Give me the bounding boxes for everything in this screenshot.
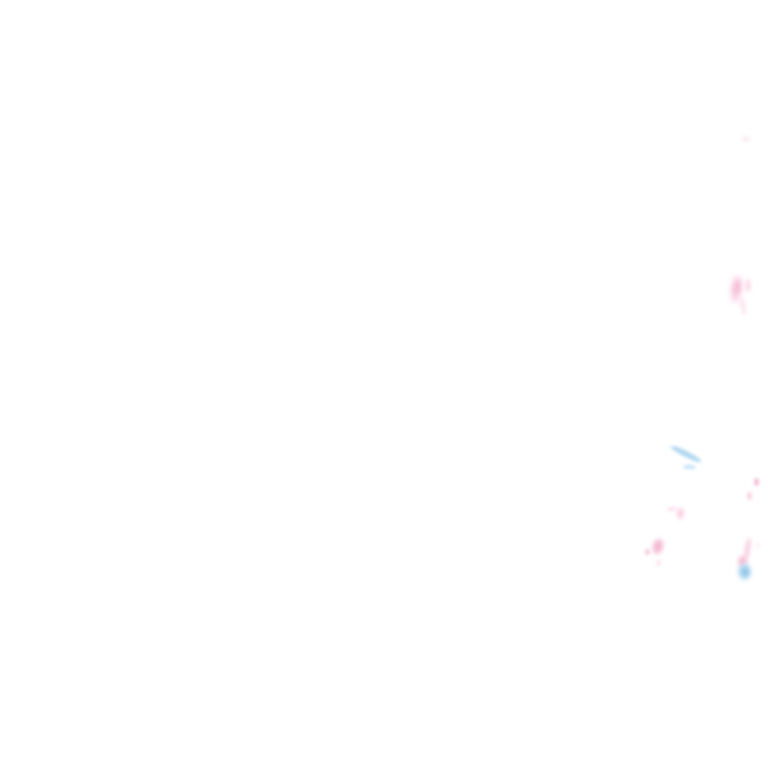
pink-cluster-faint — [656, 560, 661, 566]
blue-blob-core — [739, 566, 751, 578]
pink-petal-main-core — [733, 280, 741, 295]
blue-blob-halo — [738, 563, 751, 580]
pink-petal-small — [746, 279, 750, 292]
pink-dot-top — [742, 136, 750, 142]
pink-dot-right-lower — [747, 492, 752, 500]
blue-streak — [669, 443, 703, 465]
pink-curve-streak — [743, 537, 752, 561]
pink-petal-tail — [738, 296, 747, 312]
pink-dot-right-upper — [754, 478, 759, 486]
pink-petal-tail-dot — [742, 309, 746, 314]
pink-mid-blob — [677, 508, 684, 519]
pink-cluster-dot — [645, 549, 650, 555]
blue-dash — [682, 464, 697, 470]
pink-petal-main — [729, 275, 744, 303]
pink-cluster-blob — [651, 537, 665, 556]
pink-mid-dash — [666, 506, 678, 512]
pink-curve-blob — [738, 556, 747, 567]
pink-dot-tiny-right — [756, 543, 760, 547]
